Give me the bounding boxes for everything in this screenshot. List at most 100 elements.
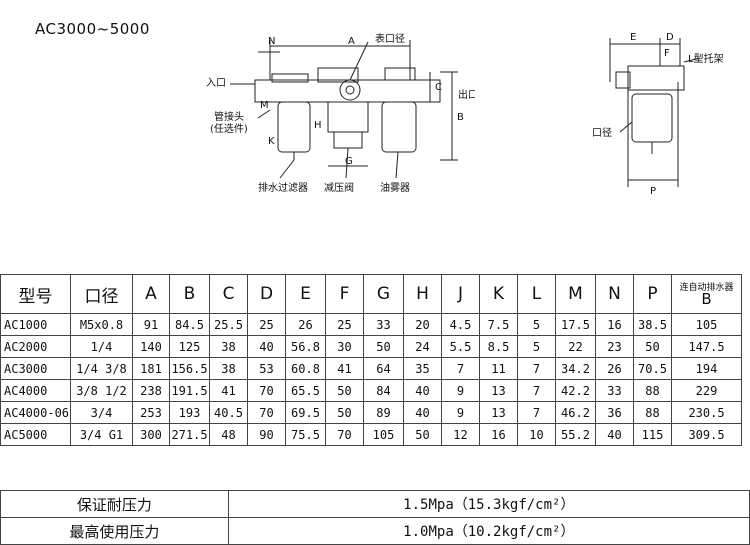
bracket-label: L型托架 [688,52,724,65]
table-cell: 193 [169,401,210,424]
dim-label-p: P [650,186,656,197]
side-view-diagram: E D L型托架 F 口径 P [592,32,724,197]
max-pressure-label: 最高使用压力 [0,517,229,545]
table-row: 最高使用压力 1.0Mpa（10.2kgf/cm²） [0,517,750,545]
table-cell: AC5000 [0,423,71,446]
table-cell: 140 [132,335,170,358]
table-cell: 194 [671,357,742,380]
table-cell: 9 [441,401,480,424]
dim-label-b: B [457,112,464,123]
table-cell: 7.5 [479,313,518,336]
table-cell: 300 [132,423,170,446]
table-cell: 42.2 [555,379,596,402]
table-cell: 7 [517,379,556,402]
header-c: C [209,274,248,314]
table-cell: AC3000 [0,357,71,380]
outlet-label: 出口 [458,88,475,101]
table-cell: 115 [633,423,672,446]
table-cell: 84.5 [169,313,210,336]
table-cell: 24 [403,335,442,358]
header-l: L [517,274,556,314]
table-cell: 84 [363,379,404,402]
table-cell: 60.8 [285,357,326,380]
table-cell: AC4000 [0,379,71,402]
table-cell: 40 [403,401,442,424]
proof-pressure-value: 1.5Mpa（15.3kgf/cm²） [227,490,750,518]
table-cell: 5.5 [441,335,480,358]
table-cell: AC2000 [0,335,71,358]
table-cell: 69.5 [285,401,326,424]
table-cell: 90 [247,423,286,446]
table-cell: 55.2 [555,423,596,446]
header-g: G [363,274,404,314]
table-cell: 17.5 [555,313,596,336]
table-cell: 16 [479,423,518,446]
port-label: 口径 [592,126,612,139]
table-cell: 13 [479,379,518,402]
table-cell: 33 [363,313,404,336]
header-d: D [247,274,286,314]
filter-label: 排水过滤器 [258,181,308,194]
table-cell: M5x0.8 [70,313,133,336]
table-cell: 4.5 [441,313,480,336]
table-cell: 40 [247,335,286,358]
header-e: E [285,274,326,314]
table-cell: 13 [479,401,518,424]
table-cell: 8.5 [479,335,518,358]
dimension-table: 型号 口径 A B C D E F G H J K L M N P 连自动排水器… [0,274,742,446]
table-header-row: 型号 口径 A B C D E F G H J K L M N P 连自动排水器… [0,274,742,314]
page-title: AC3000~5000 [35,20,150,38]
table-cell: 181 [132,357,170,380]
table-cell: 88 [633,379,672,402]
table-cell: 64 [363,357,404,380]
auto-drain-b-label: B [701,290,712,308]
table-cell: 1/4 [70,335,133,358]
table-cell: 36 [595,401,634,424]
table-cell: 75.5 [285,423,326,446]
dim-label-m: M [260,100,269,111]
table-cell: 271.5 [169,423,210,446]
max-pressure-value: 1.0Mpa（10.2kgf/cm²） [227,517,750,545]
front-view-diagram: N A 表口径 C 入口 出口 B 管接头 (任选件) M K H G 排水过滤… [206,32,475,194]
table-cell: 50 [363,335,404,358]
header-n: N [595,274,634,314]
dim-label-e: E [630,32,636,43]
table-cell: 11 [479,357,518,380]
table-cell: 41 [209,379,248,402]
table-cell: 38.5 [633,313,672,336]
table-cell: 253 [132,401,170,424]
table-cell: 38 [209,357,248,380]
table-cell: 23 [595,335,634,358]
header-h: H [403,274,442,314]
table-cell: 70.5 [633,357,672,380]
table-cell: 3/4 G1 [70,423,133,446]
header-a: A [132,274,170,314]
table-cell: 1/4 3/8 [70,357,133,380]
table-cell: 40.5 [209,401,248,424]
proof-pressure-label: 保证耐压力 [0,490,229,518]
fitting-label: 管接头 [214,110,244,123]
table-cell: 125 [169,335,210,358]
table-cell: 70 [247,379,286,402]
header-model: 型号 [0,274,71,314]
header-b: B [169,274,210,314]
regulator-label: 减压阀 [324,181,354,194]
table-cell: 65.5 [285,379,326,402]
table-cell: 16 [595,313,634,336]
table-cell: 35 [403,357,442,380]
table-cell: 56.8 [285,335,326,358]
table-cell: 9 [441,379,480,402]
table-cell: 48 [209,423,248,446]
lubricator-label: 油雾器 [380,181,410,194]
table-cell: 3/4 [70,401,133,424]
table-cell: 105 [363,423,404,446]
gauge-port-label: 表口径 [375,32,405,45]
table-cell: 91 [132,313,170,336]
table-cell: 88 [633,401,672,424]
table-cell: 22 [555,335,596,358]
